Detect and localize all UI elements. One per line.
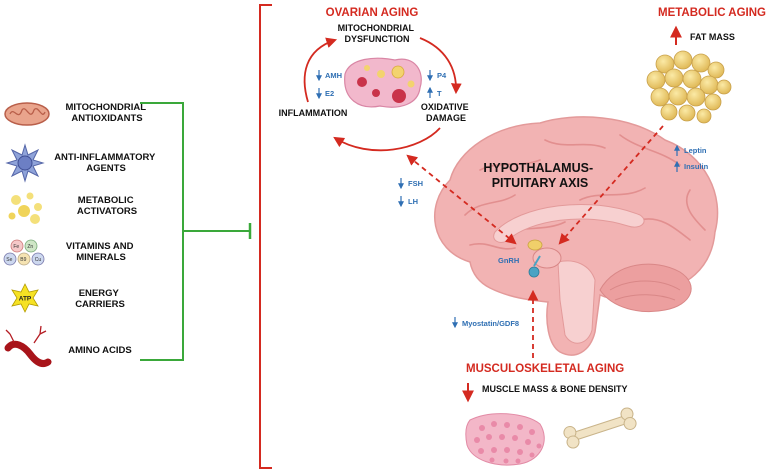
inflammation-label: INFLAMMATION bbox=[279, 108, 348, 118]
intervention-label-5: AMINO ACIDS bbox=[68, 345, 132, 356]
myostatin-label: Myostatin/GDF8 bbox=[462, 319, 519, 328]
atp-label: ATP bbox=[19, 296, 32, 303]
intervention-list: MITOCHONDRIAL ANTIOXIDANTS ANTI-INFLAMMA… bbox=[3, 102, 158, 368]
gnrh-label: GnRH bbox=[498, 256, 519, 265]
mineral-chip-2: Se bbox=[6, 257, 12, 263]
atp-icon: ATP bbox=[11, 283, 39, 313]
mineral-chip-4: Cu bbox=[35, 257, 42, 263]
ovarian-hormones: AMH E2 P4 T bbox=[316, 70, 447, 100]
intervention-label-2: METABOLIC ACTIVATORS bbox=[77, 195, 137, 217]
fsh-label: FSH bbox=[408, 179, 423, 188]
hpa-title: HYPOTHALAMUS- PITUITARY AXIS bbox=[483, 161, 596, 190]
fat-mass-label: FAT MASS bbox=[690, 32, 735, 42]
immune-cell-icon bbox=[5, 143, 45, 183]
insulin-label: Insulin bbox=[684, 162, 709, 171]
intervention-label-3: VITAMINS AND MINERALS bbox=[66, 241, 136, 263]
hpa-hormones: FSH LH bbox=[398, 178, 423, 208]
metabolic-aging-title: METABOLIC AGING bbox=[658, 7, 766, 19]
p4-label: P4 bbox=[437, 71, 447, 80]
ovary-icon bbox=[344, 57, 422, 108]
amh-label: AMH bbox=[325, 71, 342, 80]
mineral-chip-1: Zn bbox=[27, 244, 33, 250]
mitochondrial-dysfunction-label: MITOCHONDRIAL DYSFUNCTION bbox=[338, 23, 417, 44]
intervention-label-0: MITOCHONDRIAL ANTIOXIDANTS bbox=[65, 102, 148, 124]
muscle-bone-label: MUSCLE MASS & BONE DENSITY bbox=[482, 384, 628, 394]
mineral-chip-3: B9 bbox=[20, 257, 26, 263]
muscle-tissue-icon bbox=[465, 413, 545, 466]
intervention-label-4: ENERGY CARRIERS bbox=[75, 288, 125, 310]
bone-icon bbox=[563, 407, 637, 449]
ovarian-aging-title: OVARIAN AGING bbox=[326, 7, 419, 19]
aging-bracket bbox=[259, 4, 272, 469]
mineral-chip-0: Fe bbox=[13, 244, 19, 250]
dashed-connections bbox=[406, 125, 664, 358]
metabolic-particles-icon bbox=[8, 192, 42, 224]
inhibition-connector bbox=[140, 102, 252, 361]
lh-label: LH bbox=[408, 197, 418, 206]
vitamins-minerals-icon: Fe Zn Se B9 Cu bbox=[3, 239, 45, 266]
svg-text:Fe Zn Se: Fe Zn Se B9 Cu bbox=[6, 244, 41, 263]
e2-label: E2 bbox=[325, 89, 334, 98]
adipose-tissue-icon bbox=[646, 50, 732, 124]
intervention-label-1: ANTI-INFLAMMATORY AGENTS bbox=[54, 152, 158, 174]
metabolic-hormones: Leptin Insulin bbox=[674, 144, 709, 172]
musculoskeletal-hormone: Myostatin/GDF8 bbox=[452, 317, 519, 329]
leptin-label: Leptin bbox=[684, 146, 707, 155]
t-label: T bbox=[437, 89, 442, 98]
musculoskeletal-aging-title: MUSCULOSKELETAL AGING bbox=[466, 363, 624, 375]
mitochondria-icon bbox=[4, 102, 50, 126]
ovarian-cycle-arrows bbox=[303, 37, 462, 152]
oxidative-damage-label: OXIDATIVE DAMAGE bbox=[421, 102, 471, 123]
amino-acid-blood-vessel-icon bbox=[4, 325, 52, 368]
